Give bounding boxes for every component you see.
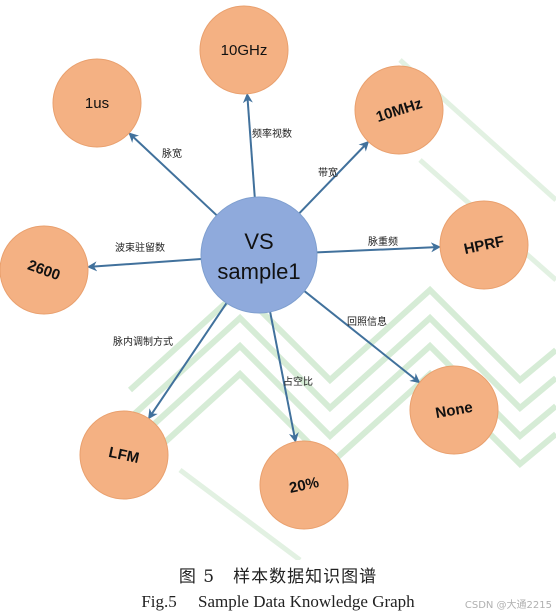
edge-arrow (316, 242, 442, 254)
value-node: 10MHz (354, 65, 444, 155)
value-node-circle (79, 410, 169, 500)
value-node-circle (52, 58, 142, 148)
edge-arrow (128, 132, 218, 217)
edge-label: 脉重频 (368, 235, 398, 248)
edge-label: 脉内调制方式 (113, 335, 173, 348)
value-node: None (409, 365, 499, 455)
center-node-circle (200, 196, 318, 314)
value-node-circle (439, 200, 529, 290)
edge-arrow (86, 258, 202, 272)
edge-label: 脉宽 (162, 147, 182, 160)
edge-arrow (303, 290, 421, 384)
figure-caption-chinese: 图 5 样本数据知识图谱 (178, 567, 378, 587)
watermark-stripe (178, 468, 302, 560)
value-node-label: LFM (107, 444, 141, 467)
center-node-label-line2: sample1 (217, 259, 300, 284)
value-node-circle (199, 5, 289, 95)
value-node-label: 1us (85, 95, 109, 112)
value-node-label: 10GHz (221, 42, 268, 59)
watermark-stripe (127, 313, 556, 421)
value-node: 20% (259, 440, 349, 530)
value-node-label: None (434, 399, 474, 422)
edge-arrow (242, 92, 256, 198)
figure-caption-english: Fig.5 Sample Data Knowledge Graph (141, 592, 415, 611)
center-node: VS sample1 (200, 196, 318, 314)
value-node: 10GHz (199, 5, 289, 95)
value-node-circle (354, 65, 444, 155)
edge-label: 波束驻留数 (115, 241, 165, 254)
edge-arrow (148, 302, 228, 420)
watermark-stripe (127, 369, 556, 477)
watermark-stripe (127, 341, 556, 449)
value-node-circle (259, 440, 349, 530)
edge-label: 回照信息 (347, 315, 387, 328)
value-node-circle (409, 365, 499, 455)
value-node-circle (0, 225, 89, 315)
value-node: 1us (52, 58, 142, 148)
watermark-stripe (127, 285, 556, 393)
value-node-label: 20% (288, 474, 321, 497)
center-node-label-line1: VS (244, 229, 273, 254)
value-node: 2600 (0, 225, 89, 315)
edge-label: 频率视数 (252, 127, 292, 140)
edge-label: 带宽 (318, 166, 338, 179)
edge-arrow (269, 311, 299, 443)
edge-label: 占空比 (283, 375, 313, 388)
value-node: LFM (79, 410, 169, 500)
edge-arrow (298, 140, 370, 214)
source-watermark: CSDN @大通2215 (464, 600, 552, 611)
value-node: HPRF (439, 200, 529, 290)
